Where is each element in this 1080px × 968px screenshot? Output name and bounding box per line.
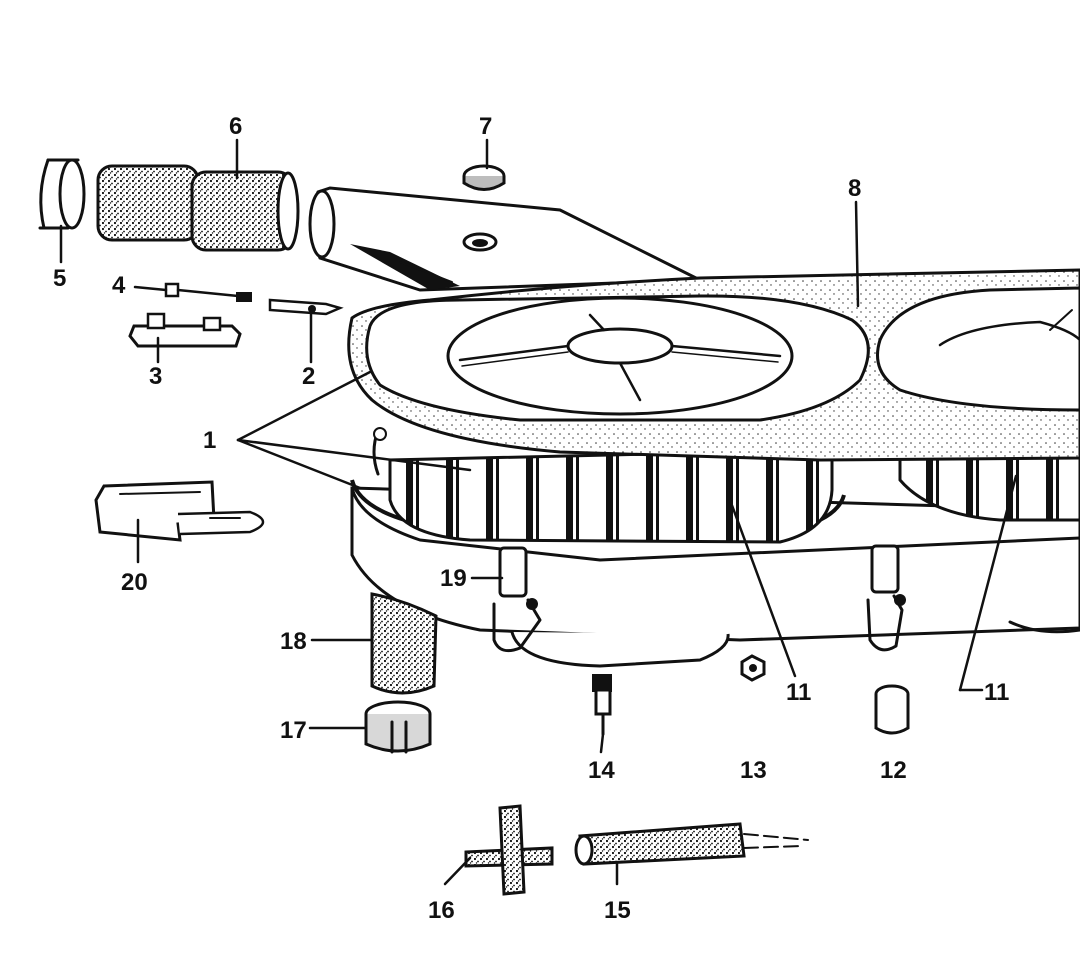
callout-16: 16	[428, 897, 455, 924]
callout-labels: 1 2 3 4 5 6 7 8 11 11 12 13 14 15 16 17 …	[53, 113, 1009, 924]
part-12-bushing	[874, 684, 910, 735]
callout-18: 18	[280, 628, 307, 655]
callout-11a: 11	[786, 679, 811, 706]
part-13-nut	[740, 654, 766, 682]
part-6-foam-rings	[96, 164, 300, 252]
filter-housing	[347, 268, 1080, 668]
callout-6: 6	[229, 113, 242, 140]
part-3-bracket	[128, 312, 242, 348]
part-5-sleeve	[38, 158, 86, 230]
part-17-split-ring	[364, 700, 432, 754]
callout-15: 15	[604, 897, 631, 924]
callout-11b: 11	[984, 679, 1009, 706]
callout-3: 3	[149, 363, 162, 390]
callout-12: 12	[880, 757, 907, 784]
part-19-clip-right	[866, 544, 906, 652]
part-7-cap	[462, 164, 506, 191]
callout-17: 17	[280, 717, 307, 744]
callout-7: 7	[479, 113, 492, 140]
leader-lines	[59, 138, 1018, 886]
callout-2: 2	[302, 363, 315, 390]
callout-19: 19	[440, 565, 467, 592]
callout-4: 4	[112, 272, 126, 299]
callout-20: 20	[121, 569, 148, 596]
part-4-pin	[164, 282, 252, 302]
part-16-cross-connector	[464, 804, 554, 896]
callout-8: 8	[848, 175, 861, 202]
callout-5: 5	[53, 265, 66, 292]
part-19-clip-left	[492, 546, 542, 653]
part-15-hose	[574, 822, 809, 866]
callout-14: 14	[588, 757, 615, 784]
intake-snorkel	[308, 186, 701, 292]
callout-1: 1	[203, 427, 216, 454]
part-18-foam-tube	[370, 592, 438, 695]
part-14-valve	[592, 674, 612, 736]
part-2-bolt	[268, 298, 344, 316]
callout-13: 13	[740, 757, 767, 784]
part-20-bracket	[94, 480, 265, 542]
